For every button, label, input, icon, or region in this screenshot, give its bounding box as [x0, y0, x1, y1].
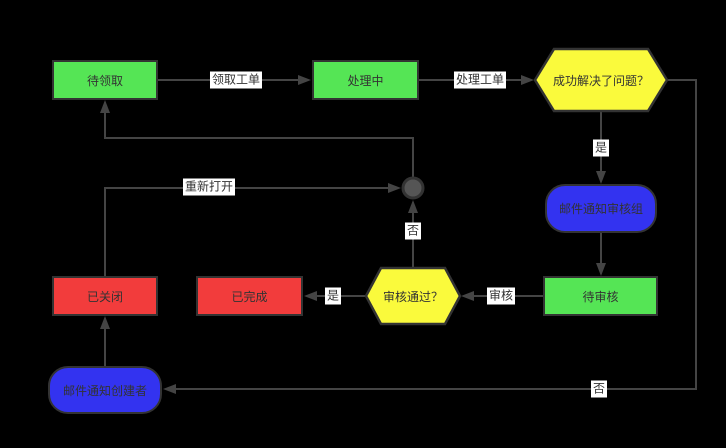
edge-label-review-no: 否	[404, 222, 422, 240]
edge-notify-to-closed	[100, 316, 110, 366]
node-notify-creator: 邮件通知创建者	[48, 366, 162, 414]
edge-label-solved-no: 否	[590, 380, 608, 398]
node-pending-pickup: 待领取	[52, 60, 158, 100]
edge-reopen	[104, 183, 401, 276]
edge-label-claim-ticket: 领取工单	[209, 71, 263, 89]
node-completed: 已完成	[196, 276, 303, 316]
edge-label-solved-yes: 是	[592, 139, 610, 157]
node-review-passed-question-shape	[364, 266, 462, 326]
edge-merge-to-pending-pickup	[100, 100, 414, 177]
merge-junction-node	[401, 176, 425, 200]
edge-label-process-ticket: 处理工单	[453, 71, 507, 89]
edge-label-reopen: 重新打开	[182, 178, 236, 196]
edge-label-review: 审核	[486, 287, 516, 305]
edge-solved-no	[163, 79, 697, 394]
edge-review-no	[408, 200, 418, 268]
edge-label-review-yes: 是	[324, 287, 342, 305]
node-closed: 已关闭	[52, 276, 158, 316]
node-processing: 处理中	[312, 60, 419, 100]
node-solved-question-shape	[533, 47, 669, 113]
edge-notify-to-pending-review	[596, 233, 606, 276]
node-pending-review: 待审核	[543, 276, 658, 316]
node-notify-review-group: 邮件通知审核组	[545, 184, 657, 233]
